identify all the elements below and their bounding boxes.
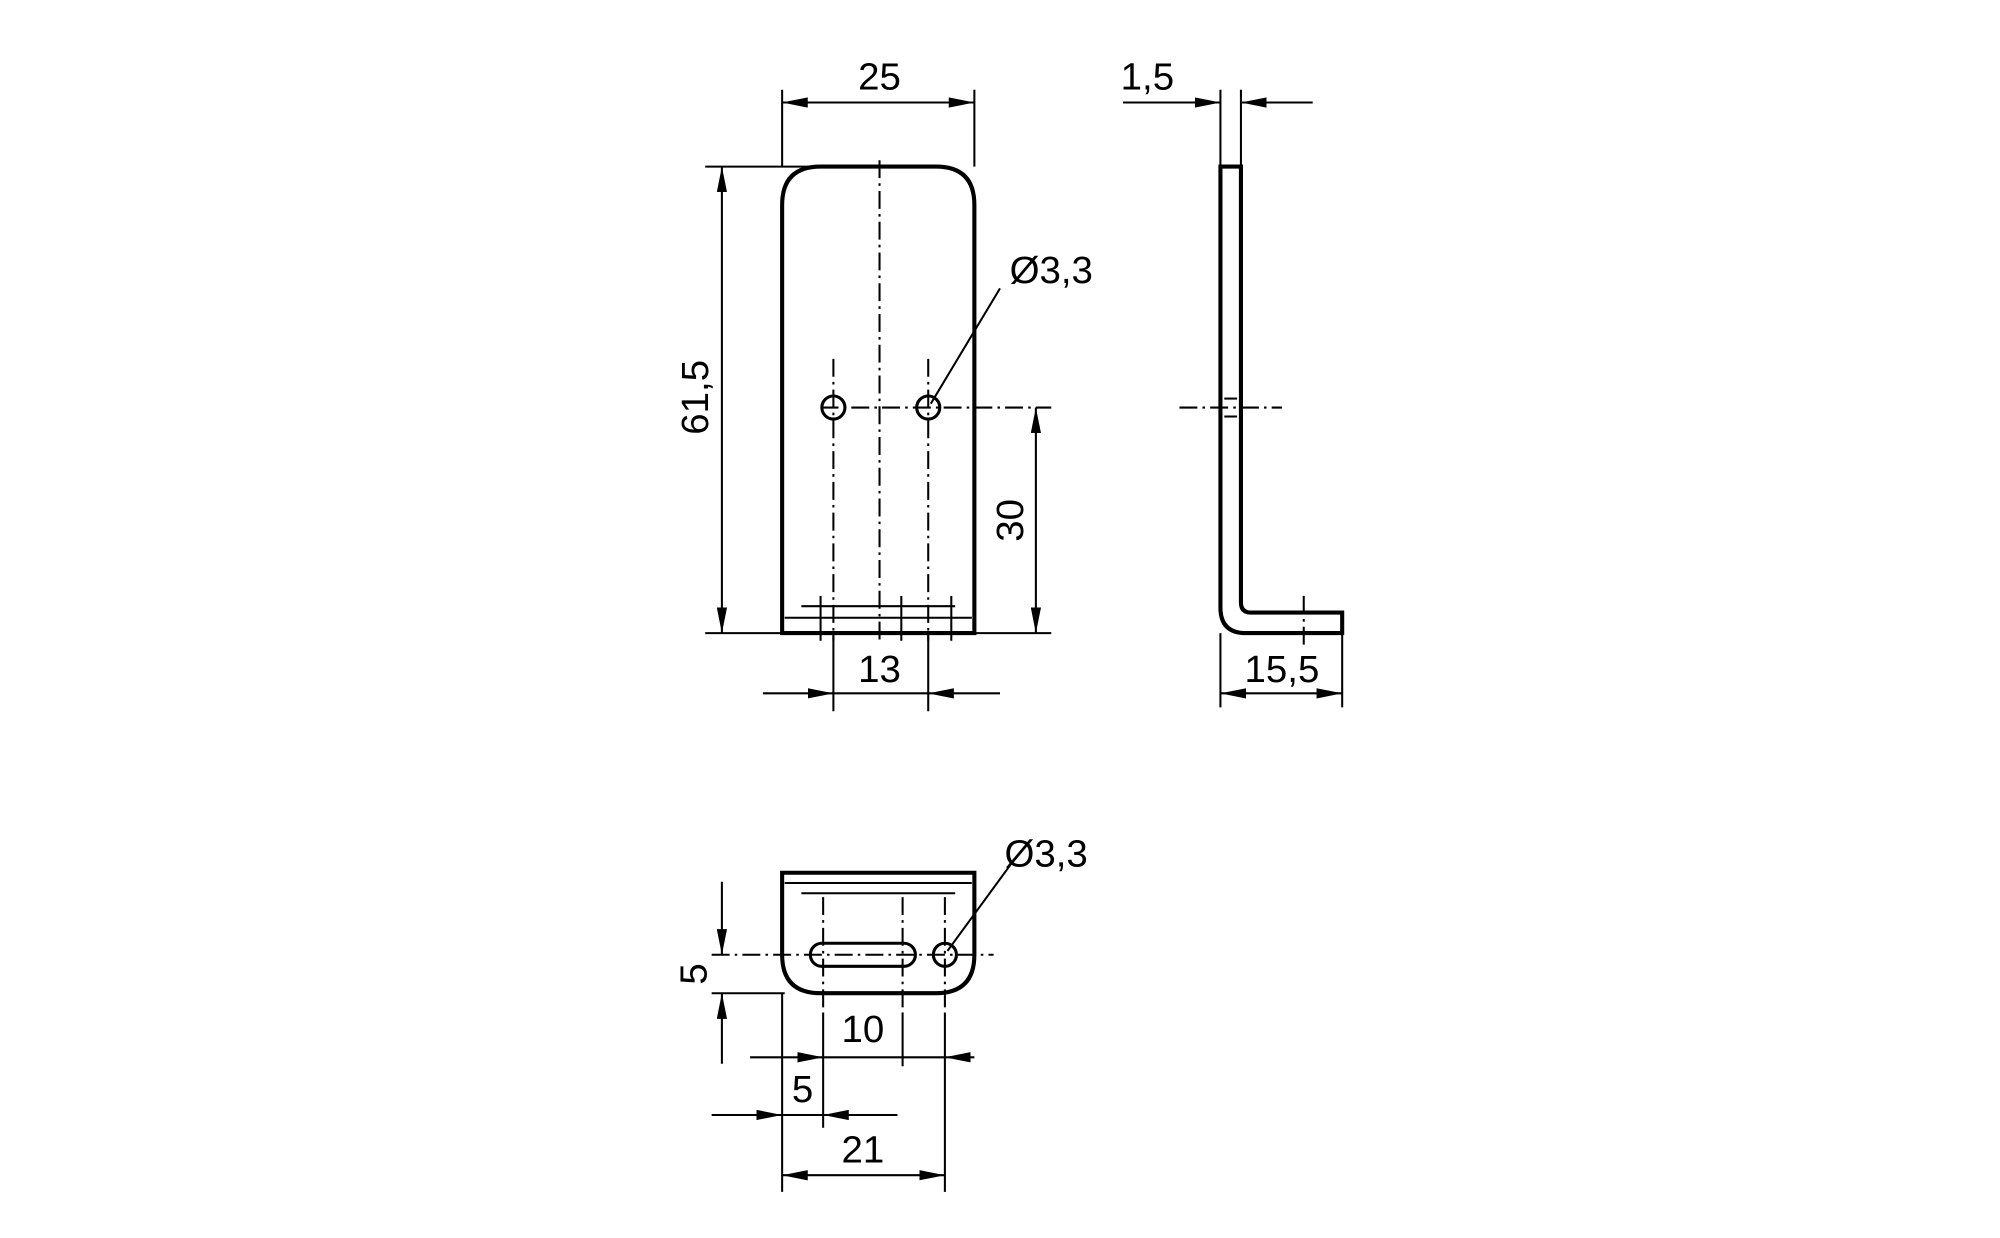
- front-view: 25 61,5 30 13 Ø3,3: [674, 56, 1093, 712]
- dim-slot-offset-label: 5: [792, 1068, 813, 1111]
- dim-hole-height-label: 30: [989, 499, 1032, 542]
- bottom-view: 5 10 5 21 Ø3,3: [673, 832, 1088, 1192]
- dim-height-label: 61,5: [674, 360, 717, 435]
- leader-line: [946, 864, 1012, 952]
- mounting-hole: [820, 394, 847, 421]
- side-outline: [1218, 164, 1345, 636]
- mounting-hole: [915, 394, 942, 421]
- dim-hole-position-label: 21: [841, 1128, 884, 1171]
- dim-slot-length-label: 10: [841, 1008, 884, 1051]
- bottom-outline: [780, 870, 977, 996]
- dim-hole-diameter-label: Ø3,3: [1004, 832, 1087, 875]
- dim-foot-length-label: 15,5: [1245, 648, 1320, 691]
- dim-hole-offset-label: 5: [673, 963, 716, 984]
- side-view: 1,5 15,5: [1121, 56, 1345, 708]
- dim-width-label: 25: [858, 56, 901, 99]
- front-outline: [780, 164, 977, 636]
- dim-hole-diameter-label: Ø3,3: [1010, 249, 1093, 292]
- dim-thickness-label: 1,5: [1121, 56, 1174, 99]
- dim-hole-spacing-label: 13: [858, 648, 901, 691]
- leader-line: [929, 287, 1001, 405]
